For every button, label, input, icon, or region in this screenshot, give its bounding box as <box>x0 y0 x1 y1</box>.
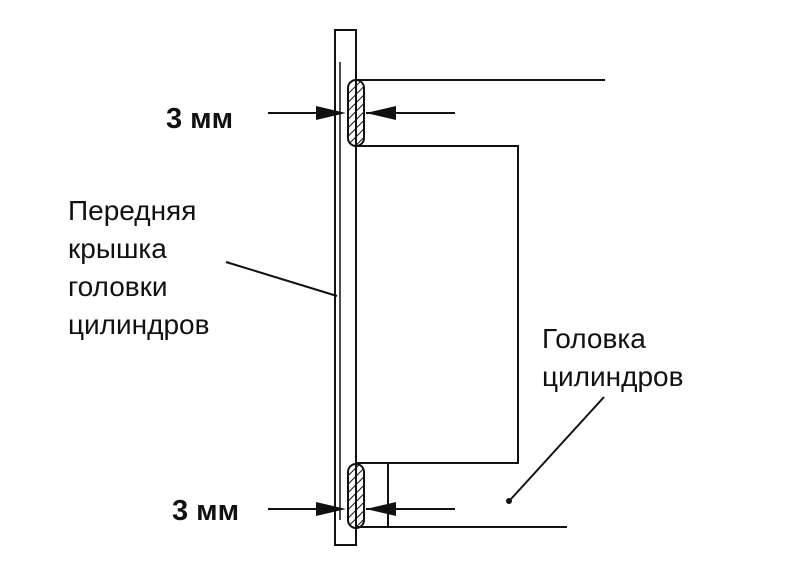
cylinder-head-label-line: цилиндров <box>542 361 684 392</box>
cylinder-head-label: Головка цилиндров <box>542 320 683 396</box>
front-cover-leader <box>225 261 338 297</box>
top-arrowhead-left <box>316 106 346 120</box>
front-cover-label-line: крышка <box>68 233 167 264</box>
front-cover-label-line: цилиндров <box>68 309 210 340</box>
bottom-arrowhead-left <box>316 502 346 516</box>
cylinder-head-leader-dot <box>506 498 512 504</box>
bottom-arrowhead-right <box>366 502 396 516</box>
top-arrowhead-right <box>366 106 396 120</box>
top-gap-label: 3 мм <box>166 103 234 135</box>
cylinder-head-outline <box>356 79 605 464</box>
front-cover-label-line: Передняя <box>68 195 197 226</box>
front-cover-label-line: головки <box>68 271 168 302</box>
cylinder-head-leader <box>510 396 605 500</box>
front-cover-label: Передняя крышка головки цилиндров <box>68 192 209 344</box>
bottom-gap-label: 3 мм <box>172 495 240 527</box>
bottom-gasket <box>347 463 365 529</box>
cylinder-head-label-line: Головка <box>542 323 646 354</box>
top-gasket <box>347 79 365 147</box>
